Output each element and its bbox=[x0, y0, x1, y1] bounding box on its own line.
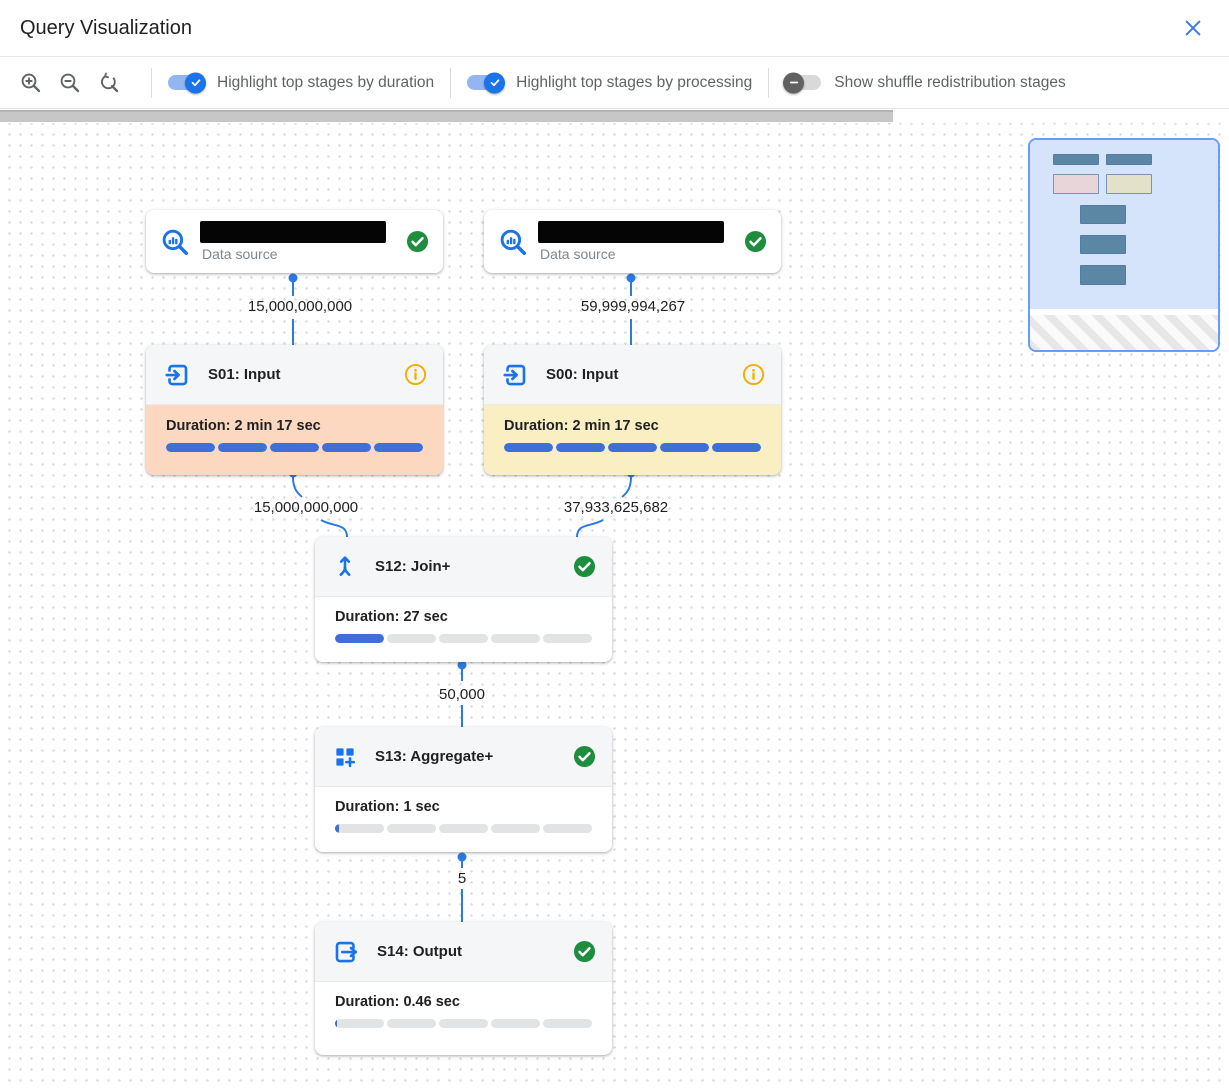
data-source-subtitle: Data source bbox=[202, 246, 278, 262]
toggle-highlight-processing[interactable] bbox=[467, 72, 506, 93]
dialog-header: Query Visualization bbox=[0, 0, 1229, 57]
toolbar-divider bbox=[450, 67, 452, 98]
reset-zoom-icon bbox=[101, 72, 119, 92]
horizontal-scrollbar-thumb[interactable] bbox=[0, 110, 893, 122]
zoom-out-icon bbox=[60, 73, 80, 92]
stage-duration-panel: Duration: 0.46 sec bbox=[315, 982, 612, 1047]
data-source-icon bbox=[500, 229, 526, 255]
stage-duration-panel: Duration: 27 sec bbox=[315, 597, 612, 662]
toggle-thumb-minus-icon bbox=[783, 72, 805, 93]
duration-label: Duration: 2 min 17 sec bbox=[166, 418, 321, 434]
data-source-subtitle: Data source bbox=[540, 246, 616, 262]
zoom-out-button[interactable] bbox=[57, 70, 83, 96]
stage-duration-panel: Duration: 1 sec bbox=[315, 787, 612, 852]
info-icon[interactable] bbox=[404, 363, 427, 386]
toggle-label-shuffle: Show shuffle redistribution stages bbox=[834, 73, 1066, 91]
node-data-source-2[interactable]: Data source bbox=[484, 210, 781, 273]
stage-duration-panel: Duration: 2 min 17 sec bbox=[146, 405, 443, 475]
zoom-in-icon bbox=[21, 73, 41, 92]
duration-label: Duration: 27 sec bbox=[335, 609, 448, 625]
duration-bar bbox=[504, 443, 761, 452]
info-icon[interactable] bbox=[742, 363, 765, 386]
success-check-icon bbox=[573, 745, 596, 768]
aggregate-stage-icon bbox=[336, 747, 356, 767]
minimap-node-ds1 bbox=[1053, 154, 1099, 165]
join-stage-icon bbox=[339, 555, 351, 576]
node-stage-s12[interactable]: S12: Join+ Duration: 27 sec bbox=[315, 537, 612, 662]
minimap-node-s12 bbox=[1080, 205, 1126, 224]
edge-rows-label: 37,933,625,682 bbox=[563, 499, 669, 516]
node-stage-s13[interactable]: S13: Aggregate+ Duration: 1 sec bbox=[315, 727, 612, 852]
node-stage-s01[interactable]: S01: Input Duration: 2 min 17 sec bbox=[146, 345, 443, 475]
minimap-node-s01 bbox=[1053, 174, 1099, 194]
minimap-node-s00 bbox=[1106, 174, 1152, 194]
toggle-highlight-duration[interactable] bbox=[168, 72, 206, 93]
success-check-icon bbox=[406, 230, 429, 253]
redacted-table-name bbox=[538, 221, 724, 243]
minimap-node-s14 bbox=[1080, 265, 1126, 285]
duration-label: Duration: 0.46 sec bbox=[335, 994, 460, 1010]
success-check-icon bbox=[573, 555, 596, 578]
duration-bar bbox=[335, 634, 592, 643]
success-check-icon bbox=[573, 940, 596, 963]
data-source-icon bbox=[162, 229, 188, 255]
minimap-out-of-view-hatch bbox=[1030, 315, 1218, 350]
toggle-thumb-check-icon bbox=[484, 72, 506, 93]
horizontal-scrollbar bbox=[0, 109, 1229, 123]
toolbar: Highlight top stages by duration Highlig… bbox=[0, 57, 1229, 109]
node-stage-s00[interactable]: S00: Input Duration: 2 min 17 sec bbox=[484, 345, 781, 475]
stage-title: S12: Join+ bbox=[375, 558, 451, 575]
minimap-node-s13 bbox=[1080, 235, 1126, 254]
edge-rows-label: 15,000,000,000 bbox=[253, 499, 359, 516]
toggle-label-processing: Highlight top stages by processing bbox=[516, 73, 753, 91]
stage-title: S13: Aggregate+ bbox=[375, 748, 494, 765]
input-stage-icon bbox=[165, 364, 188, 385]
input-stage-icon bbox=[503, 364, 526, 385]
node-stage-s14[interactable]: S14: Output Duration: 0.46 sec bbox=[315, 922, 612, 1055]
stage-duration-panel: Duration: 2 min 17 sec bbox=[484, 405, 781, 475]
toolbar-divider bbox=[768, 67, 770, 98]
zoom-in-button[interactable] bbox=[18, 70, 44, 96]
toggle-thumb-check-icon bbox=[185, 72, 206, 93]
stage-title: S14: Output bbox=[377, 943, 462, 960]
stage-title: S00: Input bbox=[546, 366, 619, 383]
minimap[interactable] bbox=[1028, 138, 1220, 352]
output-stage-icon bbox=[335, 941, 358, 962]
graph-canvas[interactable]: 15,000,000,000 59,999,994,267 15,000,000… bbox=[0, 123, 1229, 1090]
minimap-node-ds2 bbox=[1106, 154, 1152, 165]
edge-rows-label: 50,000 bbox=[439, 686, 485, 703]
duration-bar bbox=[335, 1019, 592, 1028]
redacted-table-name bbox=[200, 221, 386, 243]
edge-rows-label: 5 bbox=[457, 870, 467, 887]
edge-rows-label: 15,000,000,000 bbox=[247, 298, 353, 315]
duration-bar bbox=[166, 443, 423, 452]
edge-rows-label: 59,999,994,267 bbox=[580, 298, 686, 315]
duration-label: Duration: 2 min 17 sec bbox=[504, 418, 659, 434]
dialog-title: Query Visualization bbox=[20, 16, 192, 39]
duration-label: Duration: 1 sec bbox=[335, 799, 440, 815]
duration-bar bbox=[335, 824, 592, 833]
toggle-label-duration: Highlight top stages by duration bbox=[217, 73, 435, 91]
toggle-show-shuffle[interactable] bbox=[783, 72, 822, 93]
toolbar-divider bbox=[151, 67, 152, 98]
success-check-icon bbox=[744, 230, 767, 253]
node-data-source-1[interactable]: Data source bbox=[146, 210, 443, 273]
close-icon bbox=[1185, 20, 1201, 36]
stage-title: S01: Input bbox=[208, 366, 281, 383]
reset-zoom-button[interactable] bbox=[96, 70, 122, 96]
close-button[interactable] bbox=[1179, 14, 1207, 42]
